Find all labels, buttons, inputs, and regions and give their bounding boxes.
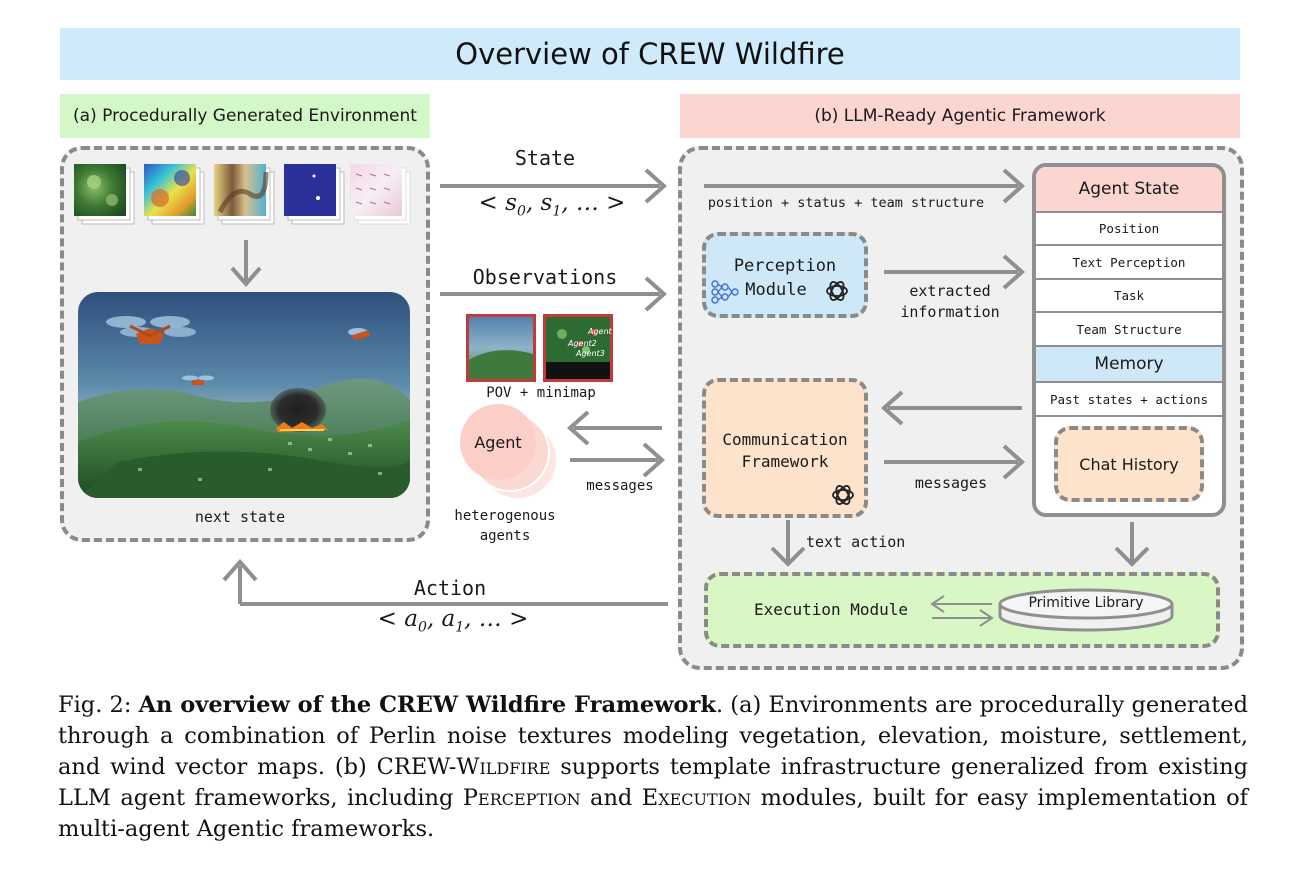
chat-history-label: Chat History <box>1079 454 1179 474</box>
caption-sc-perception: Perception <box>462 785 581 811</box>
messages-left-label: messages <box>586 478 654 494</box>
pov-minimap-label: POV + minimap <box>486 385 596 401</box>
state-item-task: Task <box>1036 278 1222 311</box>
flow-arrows <box>222 168 1150 606</box>
agent-state-header: Agent State <box>1036 167 1222 211</box>
next-state-label: next state <box>194 508 286 526</box>
heterogenous-label: heterogenous <box>454 508 556 524</box>
state-item-text-perception: Text Perception <box>1036 244 1222 278</box>
exchange-arrows <box>930 595 994 627</box>
openai-icon <box>826 281 848 301</box>
perception-module-word: Module <box>745 280 807 300</box>
position-status-label: position + status + team structure <box>707 195 985 211</box>
agents-label: agents <box>479 528 531 544</box>
messages-right-label: messages <box>914 474 988 492</box>
generate-arrow <box>230 240 262 288</box>
extracted-label: extracted <box>909 282 991 300</box>
state-label: State <box>514 146 576 170</box>
agent-circle: Agent <box>460 404 536 480</box>
text-action-label: text action <box>806 533 906 551</box>
memory-header: Memory <box>1036 345 1222 381</box>
action-label: Action <box>413 576 487 600</box>
primitive-library-label: Primitive Library <box>1028 595 1144 611</box>
caption-sc-execution: Execution <box>641 785 752 811</box>
panel-a-title: (a) Procedurally Generated Environment <box>60 94 430 138</box>
execution-label: Execution Module <box>753 600 909 619</box>
caption-text-4: modules, built for easy implementation o… <box>58 785 1248 842</box>
primitive-library-icon <box>998 588 1174 632</box>
caption-bold: An overview of the CREW Wildfire Framewo… <box>138 692 716 718</box>
caption-lead: Fig. 2: <box>58 692 139 718</box>
perception-title: Perception <box>733 256 837 276</box>
network-icon <box>711 280 739 304</box>
diagram-title: Overview of CREW Wildfire <box>60 28 1240 80</box>
memory-item-past-states: Past states + actions <box>1036 381 1222 415</box>
agent-state-header-label: Agent State <box>1078 179 1180 199</box>
action-sequence: < a0, a1, … > <box>377 606 529 636</box>
caption-text-3: and <box>580 785 642 811</box>
information-label: information <box>900 303 1000 321</box>
caption-sc-wildfire: Wildfire <box>456 754 551 780</box>
figure-caption: Fig. 2: An overview of the CREW Wildfire… <box>58 690 1248 845</box>
openai-icon <box>832 485 854 505</box>
environment-render <box>78 292 410 498</box>
communication-title: Communication <box>722 430 848 449</box>
caption-text-1: . (a) Environments are procedurally gene… <box>58 692 1248 780</box>
minimap-agent-3: Agent3 <box>575 349 605 358</box>
framework-title: Framework <box>741 452 829 471</box>
minimap-agent-2: Agent2 <box>567 339 597 348</box>
state-item-team-structure: Team Structure <box>1036 311 1222 345</box>
noise-textures <box>74 164 411 225</box>
observations-label: Observations <box>472 265 618 289</box>
minimap-agent-1: Agent <box>587 327 613 336</box>
communication-framework: Communication Framework <box>702 378 868 518</box>
state-item-position: Position <box>1036 211 1222 244</box>
perception-module: Perception Module <box>702 232 868 318</box>
agent-label: Agent <box>474 432 522 452</box>
caption-text-2: supports template infrastructure general… <box>58 754 1248 811</box>
panel-b-title: (b) LLM-Ready Agentic Framework <box>680 94 1240 138</box>
pov-minimap-images: Agent Agent2 Agent3 <box>466 314 613 382</box>
chat-history: Chat History <box>1054 426 1204 502</box>
state-sequence: < s0, s1, … > <box>478 190 626 220</box>
